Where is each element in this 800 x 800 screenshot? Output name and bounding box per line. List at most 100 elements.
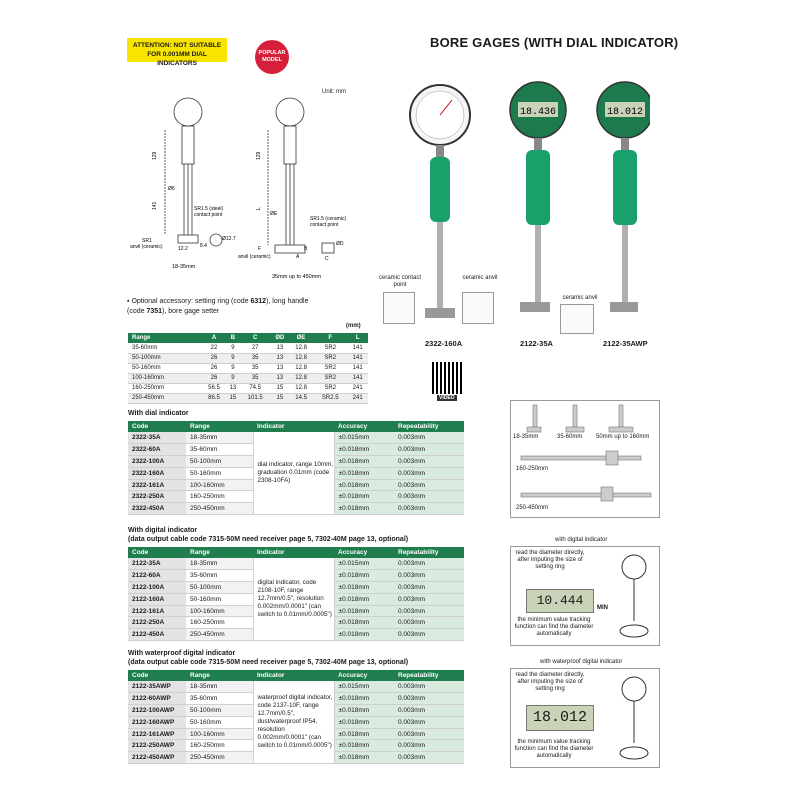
label-contact-point: contact point bbox=[194, 212, 223, 218]
right-gauge-drawing bbox=[267, 97, 335, 254]
wp-section-title: With waterproof digital indicator bbox=[128, 650, 236, 657]
range-cell: 100-160mm bbox=[186, 728, 253, 741]
popular-model-badge: POPULAR MODEL bbox=[255, 40, 289, 74]
head-label-50-160: 50mm up to 160mm bbox=[596, 434, 650, 440]
accuracy-cell: ±0.018mm bbox=[334, 605, 394, 618]
dim-table-cell: 12.8 bbox=[289, 363, 314, 374]
dim-table-cell: SR2 bbox=[313, 373, 348, 384]
product-code: 2122-100A bbox=[128, 581, 186, 594]
long-label-160-250: 160-250mm bbox=[516, 466, 549, 472]
dim-table-cell: 35 bbox=[239, 373, 271, 384]
wp-gage-sketch bbox=[619, 676, 649, 760]
dim-table-cell: SR2 bbox=[313, 343, 348, 354]
dim-table-cell: 241 bbox=[347, 393, 368, 404]
accuracy-cell: ±0.018mm bbox=[334, 502, 394, 516]
page-title: BORE GAGES (WITH DIAL INDICATOR) bbox=[430, 35, 679, 50]
dim-table-cell: 12.8 bbox=[289, 373, 314, 384]
range-cell: 50-160mm bbox=[186, 593, 253, 606]
range-cell: 250-450mm bbox=[186, 751, 253, 765]
accuracy-cell: ±0.018mm bbox=[334, 716, 394, 729]
min-value-text-2: the minimum value tracking function can … bbox=[514, 739, 594, 759]
dim-table-cell: 27 bbox=[239, 343, 271, 354]
repeatability-cell: 0.003mm bbox=[394, 467, 464, 480]
ceramic-contact-photo bbox=[383, 292, 415, 324]
dim-table-cell: 101.5 bbox=[239, 393, 271, 404]
qr-code[interactable] bbox=[432, 362, 464, 394]
product-code: 2122-250AWP bbox=[128, 739, 186, 753]
range-cell: 160-250mm bbox=[186, 739, 253, 753]
head-label-35-60: 35-60mm bbox=[557, 434, 583, 440]
repeatability-cell: 0.003mm bbox=[394, 479, 464, 492]
repeatability-cell: 0.003mm bbox=[394, 716, 464, 729]
wp-panel: read the diameter directly, after imputi… bbox=[510, 668, 660, 768]
dim-table-cell: 15 bbox=[226, 393, 240, 404]
dim-table-cell: 50-100mm bbox=[128, 353, 202, 364]
range-cell: 35-60mm bbox=[186, 692, 253, 706]
range-cell: 18-35mm bbox=[186, 558, 253, 571]
product-label-2322-160a: 2322-160A bbox=[425, 339, 463, 348]
dim-table-cell: SR2 bbox=[313, 363, 348, 374]
dim-table-unit: (mm) bbox=[346, 323, 361, 329]
digital-panel-title: with digital indicator bbox=[555, 537, 608, 543]
product-code: 2322-161A bbox=[128, 479, 186, 492]
accuracy-cell: ±0.018mm bbox=[334, 455, 394, 468]
dim-table-cell: 26 bbox=[202, 353, 227, 364]
product-code: 2122-450A bbox=[128, 628, 186, 642]
optional-accessory-note: ▪ Optional accessory: setting ring (code… bbox=[127, 298, 309, 315]
dim-table-cell: 74.5 bbox=[239, 383, 271, 394]
dim-122: 12.2 bbox=[178, 246, 188, 252]
repeatability-cell: 0.003mm bbox=[394, 593, 464, 606]
range-cell: 35-60mm bbox=[186, 443, 253, 457]
product-code: 2122-450AWP bbox=[128, 751, 186, 765]
dim-c: C bbox=[325, 256, 329, 262]
repeatability-cell: 0.003mm bbox=[394, 455, 464, 468]
dim-table-cell: 250-450mm bbox=[128, 393, 202, 404]
label-sr1: SR1 bbox=[142, 238, 152, 244]
repeatability-cell: 0.003mm bbox=[394, 739, 464, 753]
wp-panel-title: with waterproof digital indicator bbox=[540, 659, 623, 665]
repeatability-cell: 0.003mm bbox=[394, 502, 464, 516]
dim-table-cell: SR2 bbox=[313, 353, 348, 364]
dim-table-cell: 15 bbox=[270, 383, 290, 394]
left-gauge-drawing bbox=[164, 97, 223, 247]
product-code: 2322-100A bbox=[128, 455, 186, 468]
dim-84: 8.4 bbox=[200, 243, 207, 249]
dim-table-cell: 141 bbox=[347, 363, 368, 374]
dim-table-cell: 35 bbox=[239, 353, 271, 364]
accuracy-cell: ±0.015mm bbox=[334, 558, 394, 571]
label-sr15-ceramic: SR1.5 (ceramic) bbox=[310, 216, 346, 222]
dim-table-cell: 14.5 bbox=[289, 393, 314, 404]
range-cell: 160-250mm bbox=[186, 490, 253, 504]
ceramic-anvil-photo-2 bbox=[560, 304, 594, 334]
product-photos: 18.436 18.012 bbox=[409, 81, 650, 318]
dim-phi-left: Ø6 bbox=[168, 186, 175, 192]
accuracy-cell: ±0.018mm bbox=[334, 692, 394, 706]
range-cell: 18-35mm bbox=[186, 681, 253, 694]
label-contact-point-2: contact point bbox=[310, 222, 339, 228]
dim-table-cell: 13 bbox=[226, 383, 240, 394]
repeatability-cell: 0.003mm bbox=[394, 558, 464, 571]
product-code: 2122-100AWP bbox=[128, 704, 186, 717]
product-label-2122-35a: 2122-35A bbox=[520, 339, 553, 348]
dim-table-cell: 26 bbox=[202, 373, 227, 384]
digital-section-subtitle: (data output cable code 7315-50M need re… bbox=[128, 536, 409, 543]
video-label: VIDEO bbox=[437, 395, 457, 401]
dim-table-cell: 141 bbox=[347, 343, 368, 354]
min-value-text: the minimum value tracking function can … bbox=[514, 617, 594, 637]
product-code: 2322-35A bbox=[128, 432, 186, 445]
waterproof-bore-gage-photo: 18.012 bbox=[596, 81, 650, 312]
accuracy-cell: ±0.018mm bbox=[334, 593, 394, 606]
dim-table-cell: 160-250mm bbox=[128, 383, 202, 394]
dim-a: A bbox=[296, 254, 300, 260]
heads-panel bbox=[510, 400, 660, 518]
accuracy-cell: ±0.015mm bbox=[334, 681, 394, 694]
